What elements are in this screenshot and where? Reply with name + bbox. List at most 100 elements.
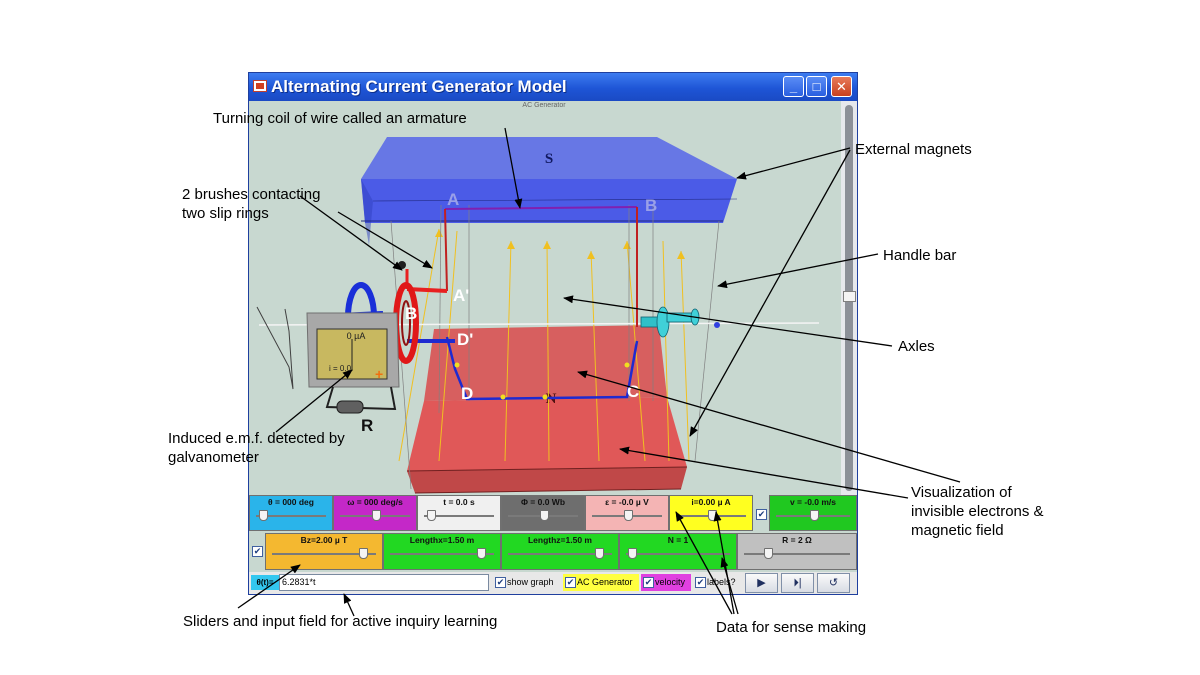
annotation-visualization-1: Visualization of [911, 484, 1012, 501]
annotation-axles: Axles [898, 338, 935, 355]
annotation-emf-2: galvanometer [168, 449, 259, 466]
slider-track[interactable] [744, 553, 850, 555]
magnet-south[interactable]: S [361, 137, 738, 245]
title-bar[interactable]: Alternating Current Generator Model _ □ … [249, 73, 857, 101]
app-icon [253, 80, 267, 92]
magnet-south-label: S [545, 151, 553, 167]
row1-slider-label: v = -0.0 m/s [789, 497, 837, 507]
annotation-data: Data for sense making [716, 619, 867, 636]
electron-dots [454, 362, 630, 400]
annotation-emf-1: Induced e.m.f. detected by [168, 430, 345, 447]
row1-slider-label: i=0.00 µ A [691, 497, 731, 507]
slider-knob[interactable] [359, 548, 369, 559]
row1-slider-label: ω = 000 deg/s [347, 497, 403, 507]
slider-knob[interactable] [763, 548, 773, 559]
magnet-north[interactable]: N [406, 325, 688, 494]
coil-label-d-prime: D' [457, 330, 473, 349]
slider-knob[interactable] [595, 548, 605, 559]
vertical-scrollbar[interactable] [841, 101, 857, 495]
close-button[interactable]: ✕ [831, 76, 852, 97]
step-button[interactable]: ⏵| [781, 573, 814, 593]
coil-label-d: D [461, 384, 473, 403]
row2-slider-2[interactable]: Lengthz=1.50 m [501, 533, 619, 570]
row1-slider-3[interactable]: Φ = 0.0 Wb [501, 495, 585, 531]
option-label: AC Generator [577, 577, 633, 587]
slider-knob[interactable] [477, 548, 487, 559]
play-icon: ▶ [757, 577, 766, 589]
maximize-button[interactable]: □ [806, 76, 827, 97]
annotation-sliders: Sliders and input field for active inqui… [183, 613, 498, 630]
galvanometer-current: i = 0.0 [329, 364, 352, 373]
slider-track[interactable] [256, 515, 326, 517]
coil-label-a-prime: A' [453, 286, 469, 305]
handle-bar[interactable] [640, 306, 720, 338]
slider-track[interactable] [626, 553, 730, 555]
slider-knob[interactable] [809, 510, 819, 521]
row2-slider-label: Lengthx=1.50 m [409, 535, 475, 545]
velocity-checkbox[interactable]: ✔ [756, 509, 767, 520]
option-label: show graph [507, 577, 554, 587]
annotation-external-magnets: External magnets [855, 141, 972, 158]
reset-button[interactable]: ↺ [817, 573, 850, 593]
resistor-label: R [361, 416, 373, 435]
slider-knob[interactable] [627, 548, 637, 559]
row2-slider-0[interactable]: Bz=2.00 µ T [265, 533, 383, 570]
ring-label: B [405, 304, 417, 323]
row2-slider-4[interactable]: R = 2 Ω [737, 533, 857, 570]
annotation-brushes-1: 2 brushes contacting [182, 186, 321, 203]
row1-slider-2[interactable]: t = 0.0 s [417, 495, 501, 531]
slider-track[interactable] [390, 553, 494, 555]
annotation-handle-bar: Handle bar [883, 247, 957, 264]
step-icon: ⏵| [793, 577, 802, 589]
option-checkbox[interactable]: ✔ [695, 577, 706, 588]
row2-slider-label: Bz=2.00 µ T [300, 535, 348, 545]
theta-input-label: θ(t)= [251, 575, 279, 590]
option-0[interactable]: ✔show graph [493, 574, 561, 591]
coil-label-a: A [447, 190, 459, 209]
slider-track[interactable] [508, 553, 612, 555]
row2-slider-3[interactable]: N = 1 [619, 533, 737, 570]
row2-slider-label: R = 2 Ω [782, 535, 812, 545]
row1-slider-label: θ = 000 deg [268, 497, 314, 507]
option-2[interactable]: ✔velocity [641, 574, 691, 591]
row1-slider-1[interactable]: ω = 000 deg/s [333, 495, 417, 531]
wire-lead [256, 306, 294, 390]
slider-knob[interactable] [259, 510, 269, 521]
row1-slider-0[interactable]: θ = 000 deg [249, 495, 333, 531]
theta-expression-input[interactable]: 6.2831*t [279, 574, 489, 591]
slider-knob[interactable] [539, 510, 549, 521]
annotation-brushes-2: two slip rings [182, 205, 269, 222]
option-1[interactable]: ✔AC Generator [563, 574, 639, 591]
bz-checkbox[interactable]: ✔ [252, 546, 263, 557]
slider-track[interactable] [424, 515, 494, 517]
coil-label-b: B [645, 196, 657, 215]
slider-knob[interactable] [623, 510, 633, 521]
minimize-button[interactable]: _ [783, 76, 804, 97]
row1-slider-6[interactable]: v = -0.0 m/s [769, 495, 857, 531]
row1-slider-label: t = 0.0 s [443, 497, 475, 507]
annotation-visualization-3: magnetic field [911, 522, 1004, 539]
row2-slider-1[interactable]: Lengthx=1.50 m [383, 533, 501, 570]
option-label: labels? [707, 577, 736, 587]
option-checkbox[interactable]: ✔ [643, 577, 654, 588]
slider-knob[interactable] [371, 510, 381, 521]
scene-subtitle: AC Generator [522, 102, 566, 109]
bottom-toolbar: θ(t)= 6.2831*t ✔show graph✔AC Generator✔… [249, 572, 857, 594]
row1-slider-4[interactable]: ε = -0.0 µ V [585, 495, 669, 531]
field-arrows [435, 229, 685, 259]
play-button[interactable]: ▶ [745, 573, 778, 593]
row1-slider-label: ε = -0.0 µ V [605, 497, 649, 507]
option-checkbox[interactable]: ✔ [495, 577, 506, 588]
slider-track[interactable] [272, 553, 376, 555]
galvanometer-reading: 0 µA [347, 331, 366, 341]
annotation-visualization-2: invisible electrons & [911, 503, 1044, 520]
scrollbar-thumb[interactable] [843, 291, 856, 302]
row1-slider-label: Φ = 0.0 Wb [520, 497, 566, 507]
window-title: Alternating Current Generator Model [271, 77, 567, 96]
generator-scene[interactable]: AC Generator S N [249, 101, 839, 495]
option-label: velocity [655, 577, 686, 587]
slider-knob[interactable] [427, 510, 437, 521]
row2-slider-label: N = 1 [667, 535, 689, 545]
option-checkbox[interactable]: ✔ [565, 577, 576, 588]
